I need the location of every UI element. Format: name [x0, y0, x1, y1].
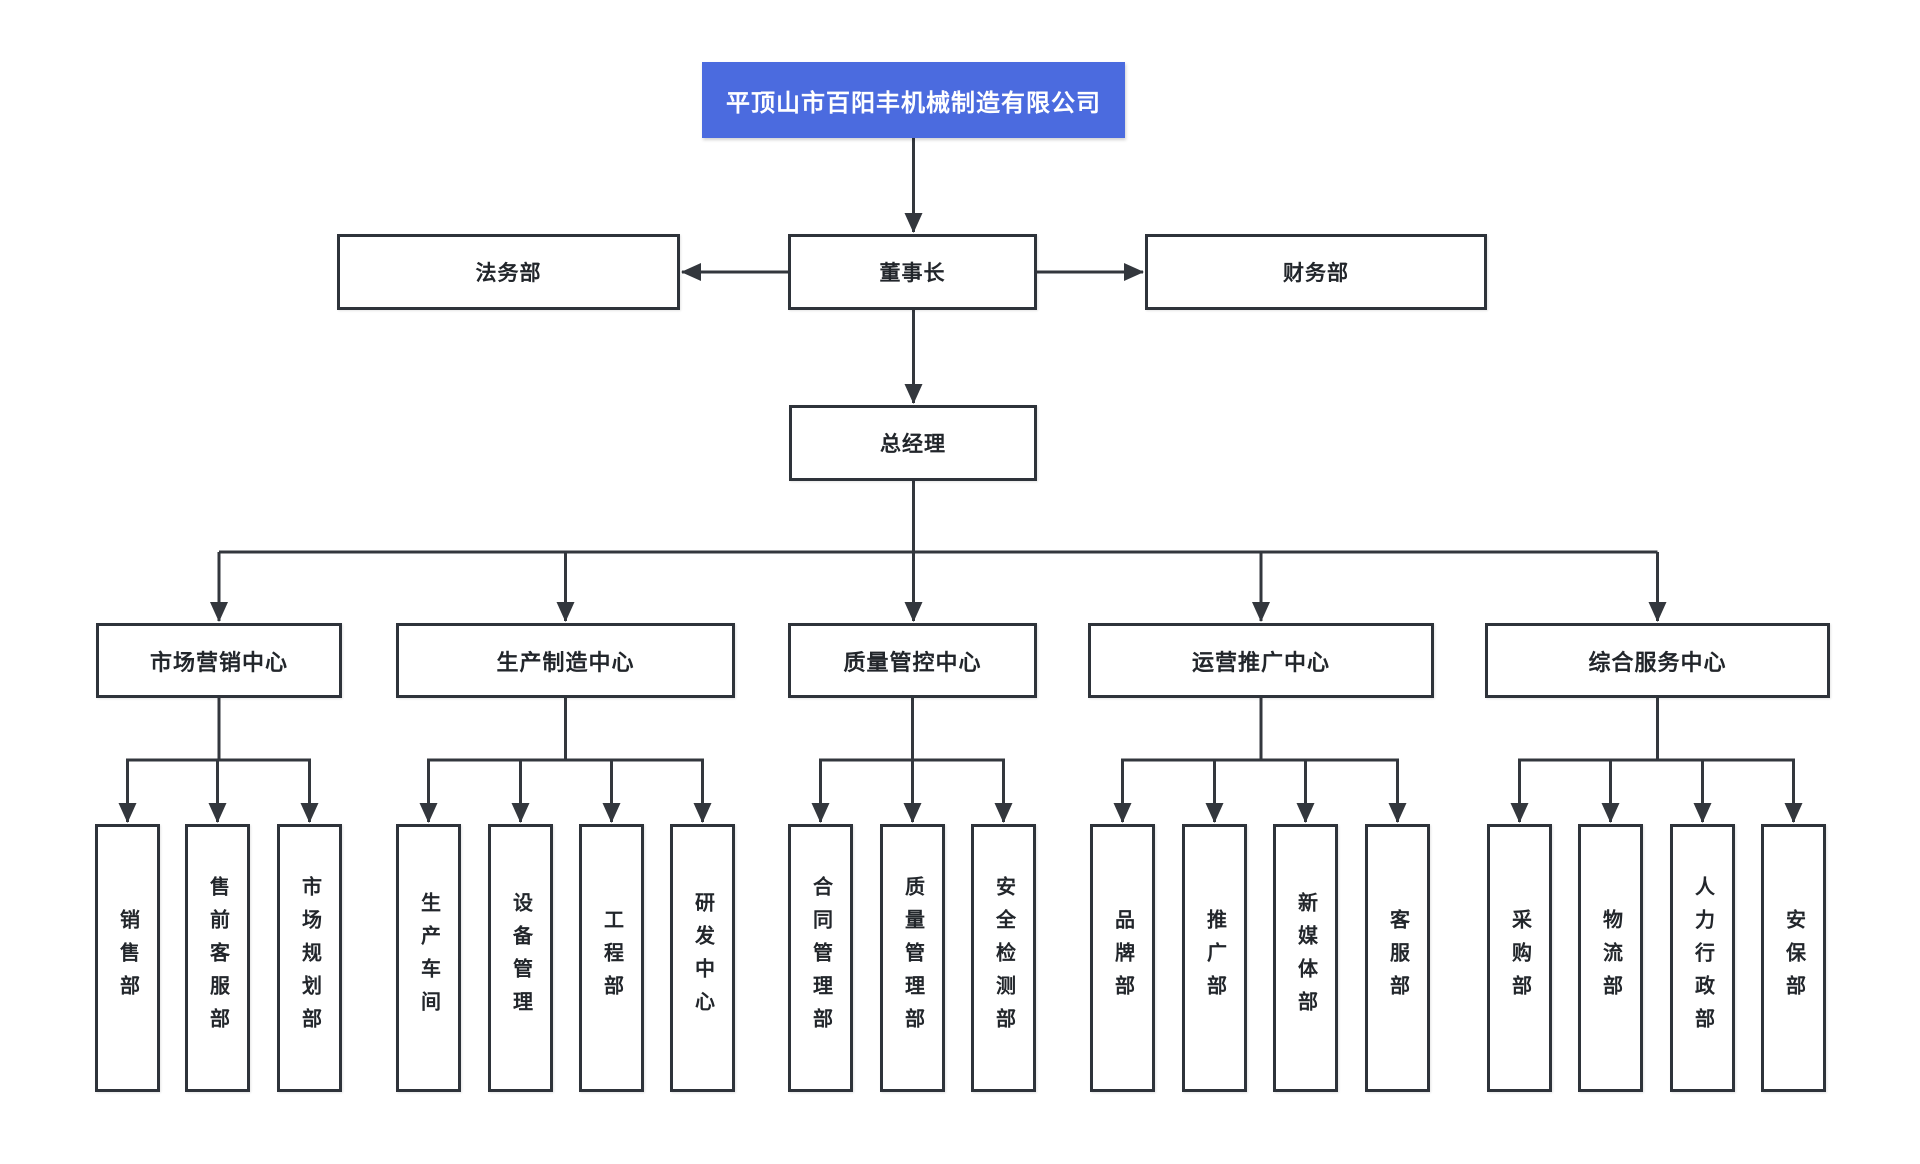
- org-node-dept-sales[interactable]: 销售部: [95, 824, 160, 1092]
- org-node-dept-equipment-management[interactable]: 设备管理: [488, 824, 553, 1092]
- org-node-center-services[interactable]: 综合服务中心: [1485, 623, 1830, 698]
- org-node-dept-customer-service[interactable]: 客服部: [1365, 824, 1430, 1092]
- org-node-company[interactable]: 平顶山市百阳丰机械制造有限公司: [702, 62, 1125, 138]
- org-node-dept-production-workshop[interactable]: 生产车间: [396, 824, 461, 1092]
- org-node-dept-contract-management[interactable]: 合同管理部: [788, 824, 853, 1092]
- org-node-dept-market-planning[interactable]: 市场规划部: [277, 824, 342, 1092]
- org-node-dept-logistics[interactable]: 物流部: [1578, 824, 1643, 1092]
- org-node-dept-new-media[interactable]: 新媒体部: [1273, 824, 1338, 1092]
- org-node-dept-procurement[interactable]: 采购部: [1487, 824, 1552, 1092]
- org-node-dept-quality-management[interactable]: 质量管理部: [880, 824, 945, 1092]
- org-node-dept-promotion[interactable]: 推广部: [1182, 824, 1247, 1092]
- org-node-finance-dept[interactable]: 财务部: [1145, 234, 1487, 310]
- org-node-center-operations[interactable]: 运营推广中心: [1088, 623, 1434, 698]
- org-node-center-production[interactable]: 生产制造中心: [396, 623, 735, 698]
- org-node-dept-brand[interactable]: 品牌部: [1090, 824, 1155, 1092]
- org-node-center-quality[interactable]: 质量管控中心: [788, 623, 1037, 698]
- org-node-legal-dept[interactable]: 法务部: [337, 234, 680, 310]
- org-node-dept-security[interactable]: 安保部: [1761, 824, 1826, 1092]
- org-node-general-manager[interactable]: 总经理: [789, 405, 1037, 481]
- org-node-dept-safety-inspection[interactable]: 安全检测部: [971, 824, 1036, 1092]
- org-node-dept-rnd-center[interactable]: 研发中心: [670, 824, 735, 1092]
- org-node-dept-hr-admin[interactable]: 人力行政部: [1670, 824, 1735, 1092]
- org-node-center-marketing[interactable]: 市场营销中心: [96, 623, 342, 698]
- org-node-chairman[interactable]: 董事长: [788, 234, 1037, 310]
- org-node-dept-presales-service[interactable]: 售前客服部: [185, 824, 250, 1092]
- org-node-dept-engineering[interactable]: 工程部: [579, 824, 644, 1092]
